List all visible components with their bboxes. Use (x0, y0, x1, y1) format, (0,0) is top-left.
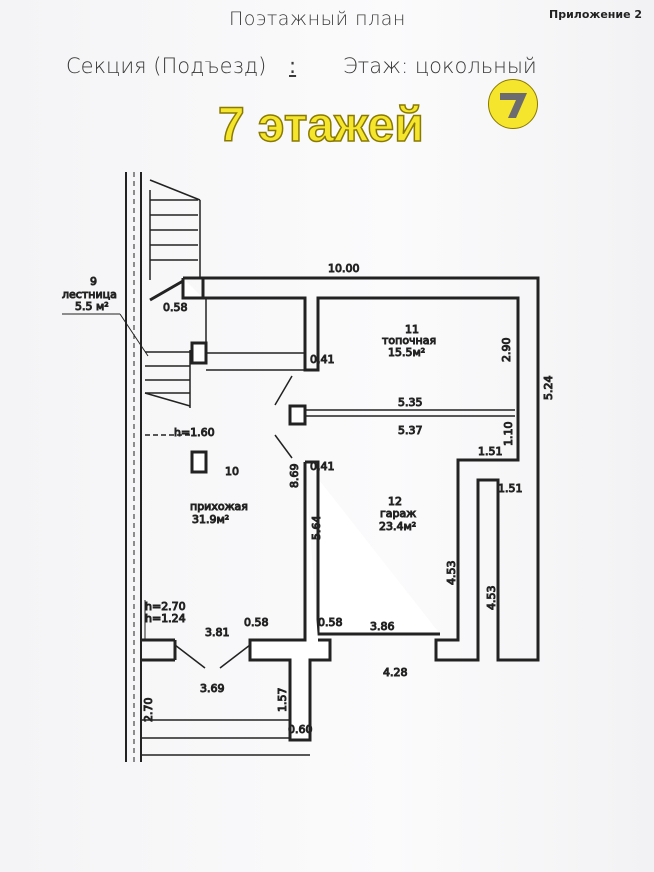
dim-290: 2.90 (500, 338, 513, 363)
dim-058-b: 0.58 (244, 616, 269, 629)
staircase (144, 179, 201, 436)
floor-label: Этаж: цокольный (343, 54, 537, 78)
dim-058: 0.58 (163, 301, 188, 314)
dim-151-b: 1.51 (498, 482, 523, 495)
dim-h160: h=1.60 (174, 426, 215, 439)
dim-151-a: 1.51 (478, 445, 503, 458)
room-12-name: гараж (380, 507, 416, 520)
room-9-number: 9 (90, 275, 97, 288)
floors-badge: 7 этажей (217, 98, 424, 153)
room-11-number: 11 (405, 323, 419, 336)
walls (141, 276, 540, 756)
dim-157: 1.57 (276, 688, 289, 713)
dim-869: 8.69 (288, 464, 301, 489)
dim-369: 3.69 (200, 682, 225, 695)
room-12-area: 23.4м² (379, 520, 416, 533)
room-10-area: 31.9м² (192, 513, 229, 526)
room-10-number: 10 (225, 465, 239, 478)
dimension-labels: 9 лестница 5.5 м² 10 прихожая 31.9м² 11 … (62, 262, 556, 737)
dim-381: 3.81 (205, 626, 230, 639)
dim-453-b: 4.53 (485, 586, 498, 611)
room-11-name: топочная (382, 334, 436, 347)
dim-428: 4.28 (383, 666, 408, 679)
section-value: : (289, 54, 297, 78)
appendix-label: Приложение 2 (549, 8, 643, 21)
dim-386: 3.86 (370, 620, 395, 633)
room-9-name: лестница (62, 288, 117, 301)
dim-top: 10.00 (328, 262, 360, 275)
dim-110: 1.10 (502, 422, 515, 447)
room-12-number: 12 (388, 495, 402, 508)
dim-524: 5.24 (542, 376, 555, 401)
dim-060: 0.60 (288, 723, 313, 736)
dim-537: 5.37 (398, 424, 423, 437)
dim-535: 5.35 (398, 396, 423, 409)
dim-h124: h=1.24 (145, 612, 186, 625)
section-label: Секция (Подъезд) (66, 54, 267, 78)
dim-h270: h=2.70 (145, 600, 186, 613)
room-10-name: прихожая (190, 500, 248, 513)
left-exterior-wall (125, 172, 142, 762)
dim-270: 2.70 (142, 698, 155, 723)
logo-icon (488, 79, 538, 129)
dim-564: 5.64 (310, 516, 323, 541)
dim-041-b: 0.41 (310, 460, 335, 473)
dim-058-c: 0.58 (318, 616, 343, 629)
room-9-area: 5.5 м² (75, 300, 109, 313)
dim-041: 0.41 (310, 353, 335, 366)
room-11-area: 15.5м² (388, 346, 425, 359)
plan-title: Поэтажный план (229, 8, 406, 30)
dim-453-a: 4.53 (445, 561, 458, 586)
